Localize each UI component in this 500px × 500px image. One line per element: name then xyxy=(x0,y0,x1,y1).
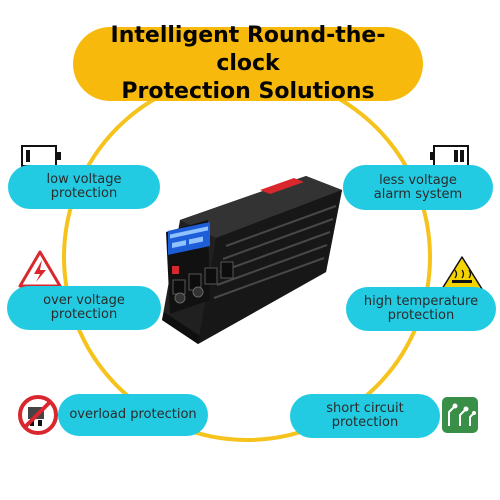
page-title: Intelligent Round-the-clock Protection S… xyxy=(110,23,386,104)
circuit-board-icon xyxy=(442,397,478,433)
low-voltage-protection-badge: low voltage protection xyxy=(8,165,160,209)
high-voltage-warning-icon xyxy=(18,250,62,288)
title-banner: Intelligent Round-the-clock Protection S… xyxy=(73,23,423,104)
overload-protection-badge: overload protection xyxy=(58,394,208,436)
high-temperature-warning-icon xyxy=(441,256,483,290)
power-inverter-image xyxy=(162,176,342,344)
over-voltage-protection-badge: over voltage protection xyxy=(7,286,161,330)
short-circuit-protection-badge: short circuit protection xyxy=(290,394,440,438)
no-overload-icon xyxy=(18,395,58,435)
high-temperature-protection-badge: high temperature protection xyxy=(346,287,496,331)
less-voltage-alarm-badge: less voltage alarm system xyxy=(343,165,493,210)
